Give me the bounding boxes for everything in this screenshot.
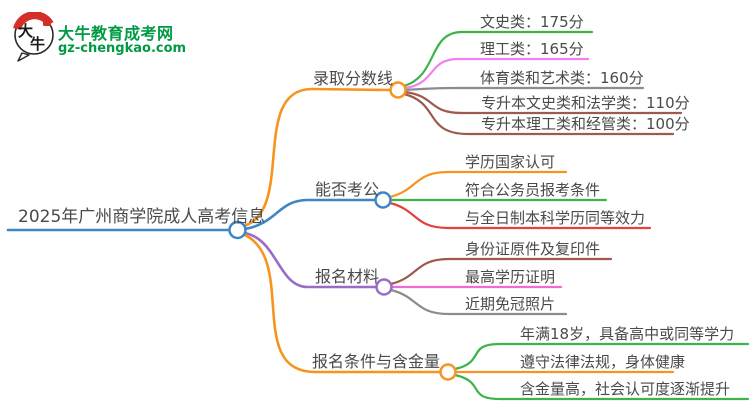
- leaf-equivalent-fulltime: 与全日制本科学历同等效力: [465, 209, 646, 227]
- leaf-science-score: 理工类：165分: [480, 40, 584, 58]
- leaf-zsb-liberal-law-score: 专升本文史类和法学类：110分: [481, 94, 690, 112]
- leaf-liberal-arts-score: 文史类：175分: [480, 13, 584, 31]
- node-circle-civil-service: [374, 191, 392, 209]
- branch-civil-service-eligibility: 能否考公: [315, 180, 380, 199]
- site-name: 大牛教育成考网: [58, 24, 174, 43]
- node-circle-requirements: [439, 363, 457, 381]
- leaf-highest-education-proof: 最高学历证明: [465, 268, 556, 286]
- connector-leaf-science-score: [403, 57, 590, 90]
- connector-leaf-sports-arts-score: [403, 86, 645, 92]
- connector-leaf-state-recognized: [388, 170, 568, 199]
- leaf-sports-arts-score: 体育类和艺术类：160分: [480, 69, 644, 87]
- connector-leaf-recent-photo: [389, 288, 568, 316]
- branch-admission-scores: 录取分数线: [313, 69, 394, 88]
- leaf-state-recognized: 学历国家认可: [465, 153, 556, 171]
- leaf-recent-photo: 近期免冠照片: [465, 295, 556, 313]
- leaf-zsb-science-mgmt-score: 专升本理工类和经管类：100分: [481, 115, 690, 133]
- connector-leaf-age-18: [453, 342, 750, 371]
- leaf-id-card: 身份证原件及复印件: [465, 240, 601, 258]
- svg-text:大: 大: [18, 22, 33, 40]
- branch-application-materials: 报名材料: [315, 267, 380, 286]
- connector-branch-requirements: [241, 232, 442, 374]
- leaf-high-value: 含金量高，社会认可度逐渐提升: [520, 380, 731, 398]
- connector-leaf-equivalent-fulltime: [388, 201, 652, 230]
- connector-branch-materials: [243, 231, 378, 289]
- branch-requirements-and-value: 报名条件与含金量: [312, 352, 441, 371]
- connector-leaf-zsb-liberal-law-score: [403, 90, 683, 115]
- leaf-age-18: 年满18岁，具备高中或同等学力: [520, 325, 735, 343]
- connector-leaf-liberal-arts-score: [402, 30, 594, 88]
- site-logo: 大 牛 大牛教育成考网 gz-chengkao.com: [12, 12, 262, 64]
- connector-branch-civil-service: [243, 198, 377, 231]
- site-url: gz-chengkao.com: [58, 41, 187, 56]
- connector-leaf-zsb-science-mgmt-score: [402, 92, 675, 136]
- node-circle-materials: [375, 278, 393, 296]
- connector-leaf-id-card: [389, 257, 613, 286]
- leaf-civil-service-requirements: 符合公务员报考条件: [465, 181, 601, 199]
- leaf-law-abiding-healthy: 遵守法律法规，身体健康: [520, 353, 686, 371]
- svg-text:牛: 牛: [30, 35, 45, 53]
- logo-bull-icon: 大 牛: [13, 12, 54, 62]
- root-node-circle: [228, 220, 247, 240]
- connector-leaf-high-value: [453, 373, 750, 401]
- node-circle-admission-scores: [389, 81, 407, 99]
- root-topic: 2025年广州商学院成人高考信息: [18, 207, 266, 227]
- connector-branch-admission-scores: [242, 87, 392, 228]
